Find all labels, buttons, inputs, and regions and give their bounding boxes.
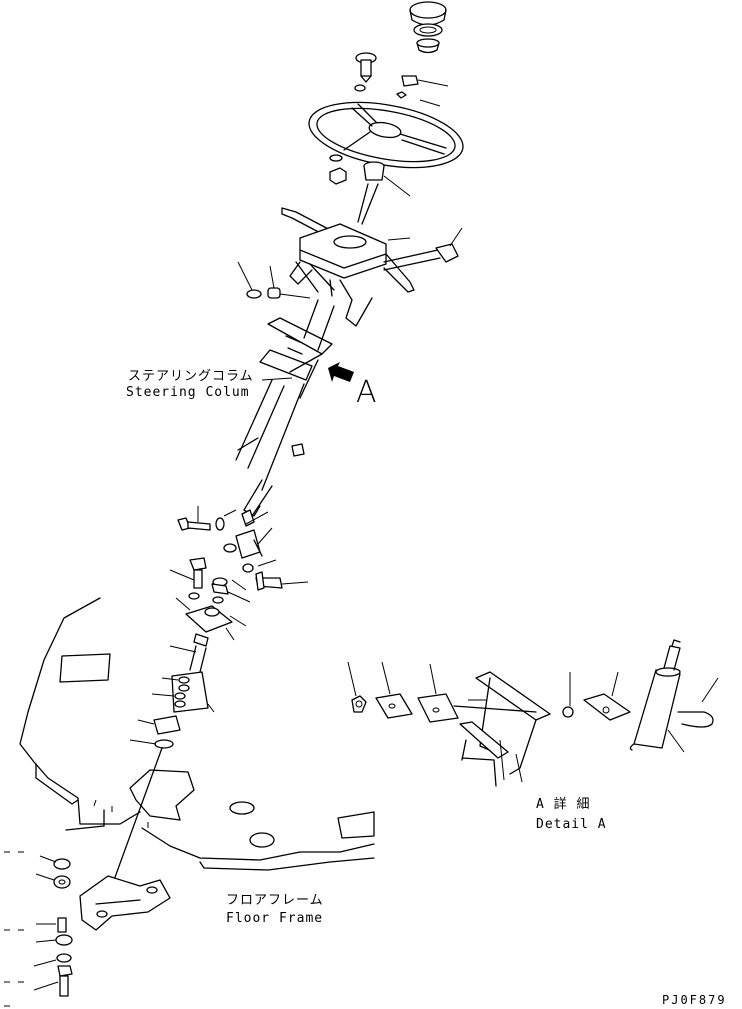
lower-washers (105, 715, 181, 903)
steering-column-label-en: Steering Colum (126, 385, 250, 400)
horn-cap (409, 1, 447, 54)
detail-a-label-en: Detail A (536, 817, 607, 832)
floor-frame-label-jp: フロアフレーム (226, 893, 324, 908)
washer-and-nut (329, 154, 347, 185)
column-head (281, 207, 463, 327)
detail-a-label-jp: A 詳 細 (536, 796, 590, 812)
lower-joint (175, 592, 247, 641)
floor-frame (19, 597, 375, 871)
floor-frame-label-en: Floor Frame (226, 911, 323, 926)
horn-button (354, 52, 377, 92)
bearing-housing (151, 671, 215, 713)
detail-marker-a: A (356, 375, 377, 410)
steering-column (235, 299, 335, 517)
bolt-2 (169, 557, 309, 603)
universal-joint (223, 509, 263, 559)
bottom-fasteners (4, 851, 73, 1007)
bottom-plate (65, 809, 171, 931)
steering-shaft-top (357, 161, 411, 225)
spacer-pair (237, 261, 311, 299)
steering-column-label-jp: ステアリングコラム (128, 369, 254, 384)
detail-arrow (328, 362, 354, 382)
drawing-code: PJ0F879 (662, 993, 727, 1007)
nut-top (396, 75, 449, 99)
steering-wheel (308, 99, 464, 169)
detail-a-view (347, 639, 719, 787)
lower-shaft (169, 633, 209, 673)
bolt-1 (177, 506, 273, 545)
